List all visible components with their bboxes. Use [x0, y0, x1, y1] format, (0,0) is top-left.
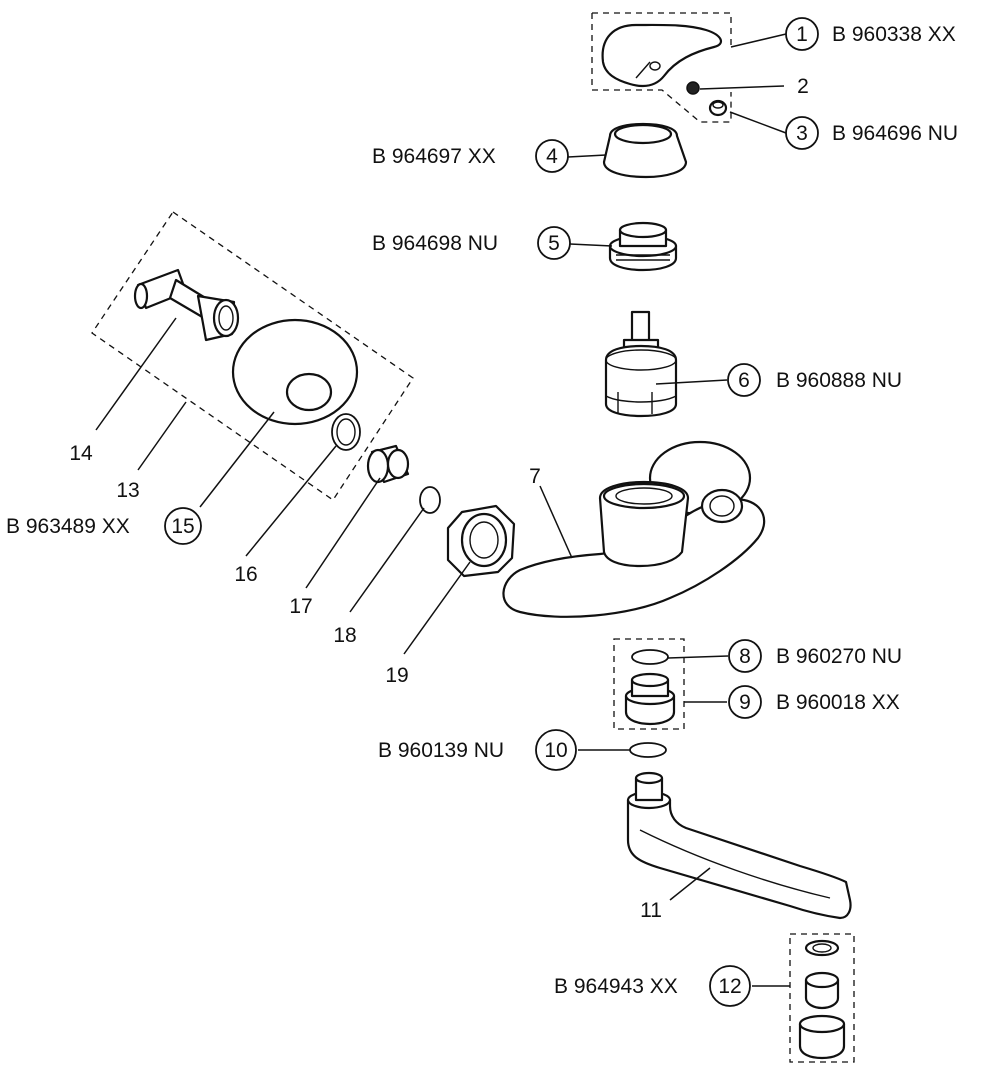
part-code-5: B 964698 NU — [372, 232, 498, 255]
callout-number-1: 1 — [796, 23, 808, 46]
part-code-15: B 963489 XX — [6, 515, 130, 538]
part-cap — [708, 99, 728, 117]
part-grub-screw — [686, 81, 700, 95]
callout-number-18: 18 — [333, 624, 356, 647]
part-code-6: B 960888 NU — [776, 369, 902, 392]
part-code-4: B 964697 XX — [372, 145, 496, 168]
callout-number-8: 8 — [739, 645, 751, 668]
group-box-aerator — [789, 933, 855, 1063]
part-mixer-body — [502, 440, 766, 618]
callout-number-10: 10 — [544, 739, 567, 762]
callout-number-2: 2 — [797, 75, 809, 98]
part-union-fitting — [366, 444, 410, 484]
part-aerator-set — [798, 939, 846, 1060]
part-hex-nut — [446, 504, 516, 578]
part-code-9: B 960018 XX — [776, 691, 900, 714]
callout-number-14: 14 — [69, 442, 93, 465]
callout-number-5: 5 — [548, 232, 560, 255]
part-cartridge — [604, 310, 678, 418]
callout-number-13: 13 — [116, 479, 139, 502]
part-o-ring-small — [631, 649, 669, 665]
part-o-ring-spout — [629, 742, 667, 758]
callout-number-16: 16 — [234, 563, 257, 586]
part-code-3: B 964696 NU — [832, 122, 958, 145]
group-box-seals — [613, 638, 685, 730]
callout-number-7: 7 — [529, 465, 541, 488]
part-spout — [626, 771, 852, 920]
part-lever-handle — [601, 23, 723, 87]
part-cone-cover — [602, 122, 688, 179]
callout-number-11: 11 — [640, 899, 662, 922]
leader-lines — [95, 33, 790, 987]
part-swivel-nut — [624, 672, 676, 726]
part-code-12: B 964943 XX — [554, 975, 678, 998]
part-code-8: B 960270 NU — [776, 645, 902, 668]
callout-number-12: 12 — [718, 975, 741, 998]
part-wall-rosette — [231, 318, 359, 426]
part-code-1: B 960338 XX — [832, 23, 956, 46]
callout-number-4: 4 — [546, 145, 558, 168]
part-o-ring-union — [419, 486, 441, 514]
part-bonnet-nut — [608, 221, 678, 272]
part-s-union — [133, 268, 240, 342]
part-o-ring-rosette — [331, 413, 361, 451]
callout-number-9: 9 — [739, 691, 751, 714]
group-box-handle — [591, 12, 732, 123]
callout-number-17: 17 — [289, 595, 312, 618]
callout-number-15: 15 — [171, 515, 194, 538]
part-code-10: B 960139 NU — [378, 739, 504, 762]
callout-number-3: 3 — [796, 122, 808, 145]
callout-number-19: 19 — [385, 664, 408, 687]
callout-circles — [164, 17, 819, 1007]
callout-number-6: 6 — [738, 369, 750, 392]
